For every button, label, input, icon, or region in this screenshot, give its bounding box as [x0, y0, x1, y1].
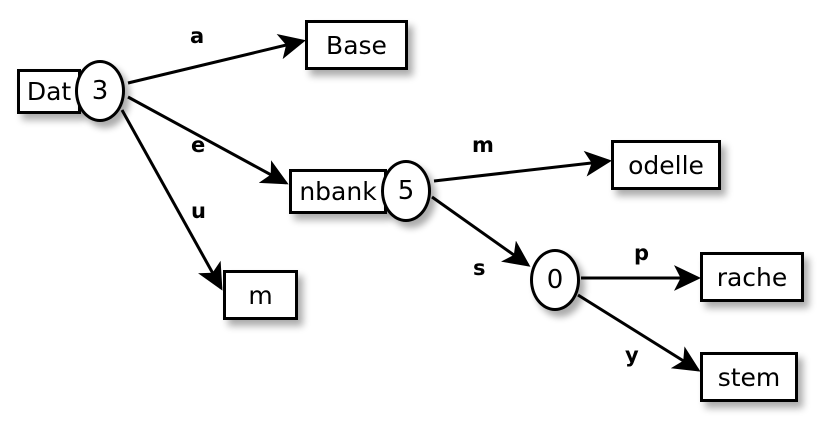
node-ellipse-label: 5 [381, 160, 431, 222]
graph-edge-e-s[interactable] [431, 195, 531, 267]
node-box-label: stem [700, 352, 798, 402]
graph-edge-e-m[interactable] [433, 150, 612, 183]
node-ellipse-label: 0 [530, 249, 580, 311]
node-box-label: Dat [17, 68, 81, 114]
graph-edge-e-y[interactable] [577, 293, 701, 372]
graph-node-odelle[interactable]: odelle [611, 140, 721, 190]
graph-node-base[interactable]: Base [305, 20, 408, 70]
edge-label-e-p: p [634, 241, 650, 265]
graph-edge-e-u[interactable] [120, 109, 223, 291]
node-box-label: odelle [611, 140, 721, 190]
node-box-label: m [223, 270, 298, 320]
graph-node-stem[interactable]: stem [700, 352, 798, 402]
graph-edge-e-a[interactable] [127, 34, 306, 85]
node-box-label: nbank [289, 168, 387, 214]
node-box-label: rache [700, 252, 804, 302]
edge-label-e-y: y [625, 343, 639, 367]
graph-node-rache[interactable]: rache [700, 252, 804, 302]
graph-node-n0[interactable]: 0 [530, 249, 580, 311]
edge-label-e-e: e [191, 133, 206, 157]
edge-label-e-u: u [191, 199, 206, 223]
node-ellipse-label: 3 [75, 60, 125, 122]
graph-edge-e-e[interactable] [127, 95, 289, 185]
edge-label-e-a: a [190, 24, 205, 48]
node-box-label: Base [305, 20, 408, 70]
graph-node-m[interactable]: m [223, 270, 298, 320]
edge-label-e-m: m [472, 133, 494, 157]
edge-label-e-s: s [473, 256, 486, 280]
